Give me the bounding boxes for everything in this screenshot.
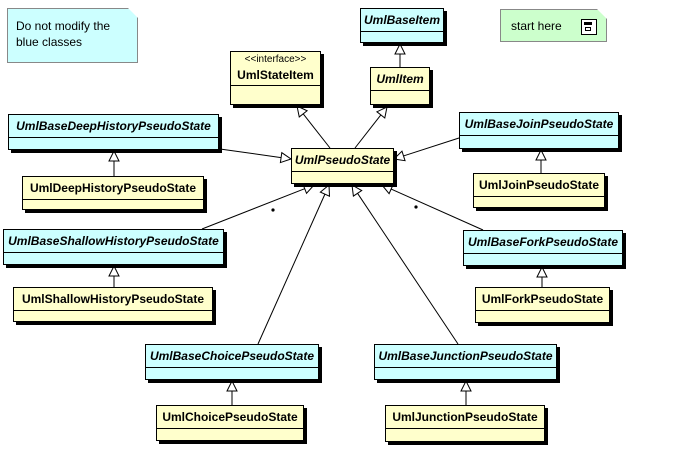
class-uml-state-item[interactable]: <<interface>> UmlStateItem <box>230 51 321 105</box>
do-not-modify-note-text: Do not modify the blue classes <box>16 19 111 49</box>
class-name: UmlBaseJoinPseudoState <box>464 117 614 131</box>
class-uml-choice-pseudo-state[interactable]: UmlChoicePseudoState <box>156 405 304 441</box>
generalization-arrowhead <box>226 379 238 392</box>
class-compartment <box>371 90 429 91</box>
edge-bend-point <box>414 205 418 209</box>
do-not-modify-note[interactable]: Do not modify the blue classes <box>7 8 138 63</box>
edge-base-shallow-history-to-pseudo-state[interactable] <box>201 183 316 230</box>
class-uml-junction-pseudo-state[interactable]: UmlJunctionPseudoState <box>385 405 545 442</box>
generalization-arrowhead <box>279 151 293 164</box>
class-compartment <box>157 428 303 429</box>
class-name: UmlChoicePseudoState <box>162 410 298 424</box>
class-name: UmlBaseDeepHistoryPseudoState <box>16 119 211 133</box>
class-compartment <box>474 196 604 197</box>
class-compartment <box>146 367 318 368</box>
class-compartment <box>23 199 203 200</box>
edge-bend-point <box>271 208 275 212</box>
edge-shallow-history-to-base[interactable] <box>108 264 120 287</box>
class-name: UmlPseudoState <box>294 153 391 167</box>
class-name: UmlStateItem <box>237 68 314 82</box>
generalization-arrowhead <box>108 149 120 162</box>
class-uml-item[interactable]: UmlItem <box>370 67 430 105</box>
edge-pseudo-state-to-state-item[interactable] <box>296 105 331 149</box>
generalization-arrowhead <box>392 150 406 162</box>
class-compartment <box>361 31 443 32</box>
class-name: UmlJunctionPseudoState <box>392 410 538 424</box>
generalization-arrowhead <box>375 106 388 119</box>
edge-line <box>390 188 484 231</box>
class-compartment <box>464 253 622 254</box>
edge-fork-to-base[interactable] <box>536 265 548 287</box>
generalization-arrowhead <box>319 183 331 197</box>
class-uml-base-deep-history-pseudo-state[interactable]: UmlBaseDeepHistoryPseudoState <box>8 114 219 150</box>
generalization-arrowhead <box>296 105 309 118</box>
generalization-arrowhead <box>536 265 548 278</box>
class-uml-base-junction-pseudo-state[interactable]: UmlBaseJunctionPseudoState <box>374 344 557 380</box>
class-uml-shallow-history-pseudo-state[interactable]: UmlShallowHistoryPseudoState <box>13 287 213 322</box>
class-uml-deep-history-pseudo-state[interactable]: UmlDeepHistoryPseudoState <box>22 176 204 210</box>
note-fold <box>128 8 138 18</box>
class-compartment <box>460 135 618 136</box>
class-uml-base-join-pseudo-state[interactable]: UmlBaseJoinPseudoState <box>459 112 619 149</box>
class-compartment <box>292 171 393 172</box>
class-name: UmlForkPseudoState <box>481 292 604 306</box>
class-compartment <box>231 85 320 86</box>
edge-deep-history-to-base[interactable] <box>108 149 120 176</box>
edge-line <box>219 148 282 159</box>
class-name: UmlItem <box>376 72 424 86</box>
class-uml-base-choice-pseudo-state[interactable]: UmlBaseChoicePseudoState <box>145 344 319 380</box>
class-uml-join-pseudo-state[interactable]: UmlJoinPseudoState <box>473 173 605 208</box>
class-stereotype: <<interface>> <box>244 54 307 65</box>
start-here-text: start here <box>511 19 562 33</box>
edge-base-deep-history-to-pseudo-state[interactable] <box>219 148 293 164</box>
edge-line <box>302 113 331 149</box>
edge-line <box>201 188 305 230</box>
class-name: UmlDeepHistoryPseudoState <box>29 181 197 195</box>
class-name: UmlBaseItem <box>363 13 441 27</box>
start-here-note[interactable]: start here <box>500 9 607 42</box>
edge-item-to-base-item[interactable] <box>394 42 406 67</box>
edge-line <box>354 114 382 149</box>
edge-line <box>357 193 459 345</box>
edge-base-fork-to-pseudo-state[interactable] <box>380 183 484 231</box>
note-fold <box>597 9 607 19</box>
class-name: UmlBaseChoicePseudoState <box>149 349 315 363</box>
edge-base-junction-to-pseudo-state[interactable] <box>351 184 459 345</box>
class-compartment <box>375 367 556 368</box>
class-uml-base-shallow-history-pseudo-state[interactable]: UmlBaseShallowHistoryPseudoState <box>3 229 224 265</box>
edge-line <box>403 137 460 157</box>
edge-junction-to-base[interactable] <box>460 379 472 405</box>
edge-base-join-to-pseudo-state[interactable] <box>392 137 460 162</box>
generalization-arrowhead <box>351 184 363 197</box>
edge-pseudo-state-to-item[interactable] <box>354 106 388 149</box>
class-compartment <box>476 310 609 311</box>
generalization-arrowhead <box>108 264 120 277</box>
class-name: UmlBaseShallowHistoryPseudoState <box>8 234 219 248</box>
edge-join-to-base[interactable] <box>535 148 547 173</box>
edge-choice-to-base[interactable] <box>226 379 238 405</box>
class-compartment <box>386 428 544 429</box>
class-uml-pseudo-state[interactable]: UmlPseudoState <box>291 148 394 184</box>
edge-line <box>257 193 326 345</box>
generalization-arrowhead <box>302 183 316 195</box>
generalization-arrowhead <box>535 148 547 161</box>
generalization-arrowhead <box>380 183 394 195</box>
diagram-icon[interactable] <box>581 19 597 35</box>
edge-base-choice-to-pseudo-state[interactable] <box>257 183 331 345</box>
class-name: UmlJoinPseudoState <box>478 178 600 192</box>
class-uml-fork-pseudo-state[interactable]: UmlForkPseudoState <box>475 287 610 323</box>
class-compartment <box>4 252 223 253</box>
generalization-arrowhead <box>460 379 472 392</box>
class-uml-base-item[interactable]: UmlBaseItem <box>360 8 444 43</box>
class-uml-base-fork-pseudo-state[interactable]: UmlBaseForkPseudoState <box>463 230 623 266</box>
class-compartment <box>14 310 212 311</box>
class-compartment <box>9 137 218 138</box>
class-name: UmlBaseForkPseudoState <box>467 235 619 249</box>
class-name: UmlShallowHistoryPseudoState <box>21 292 205 306</box>
class-name: UmlBaseJunctionPseudoState <box>378 349 553 363</box>
generalization-arrowhead <box>394 42 406 55</box>
